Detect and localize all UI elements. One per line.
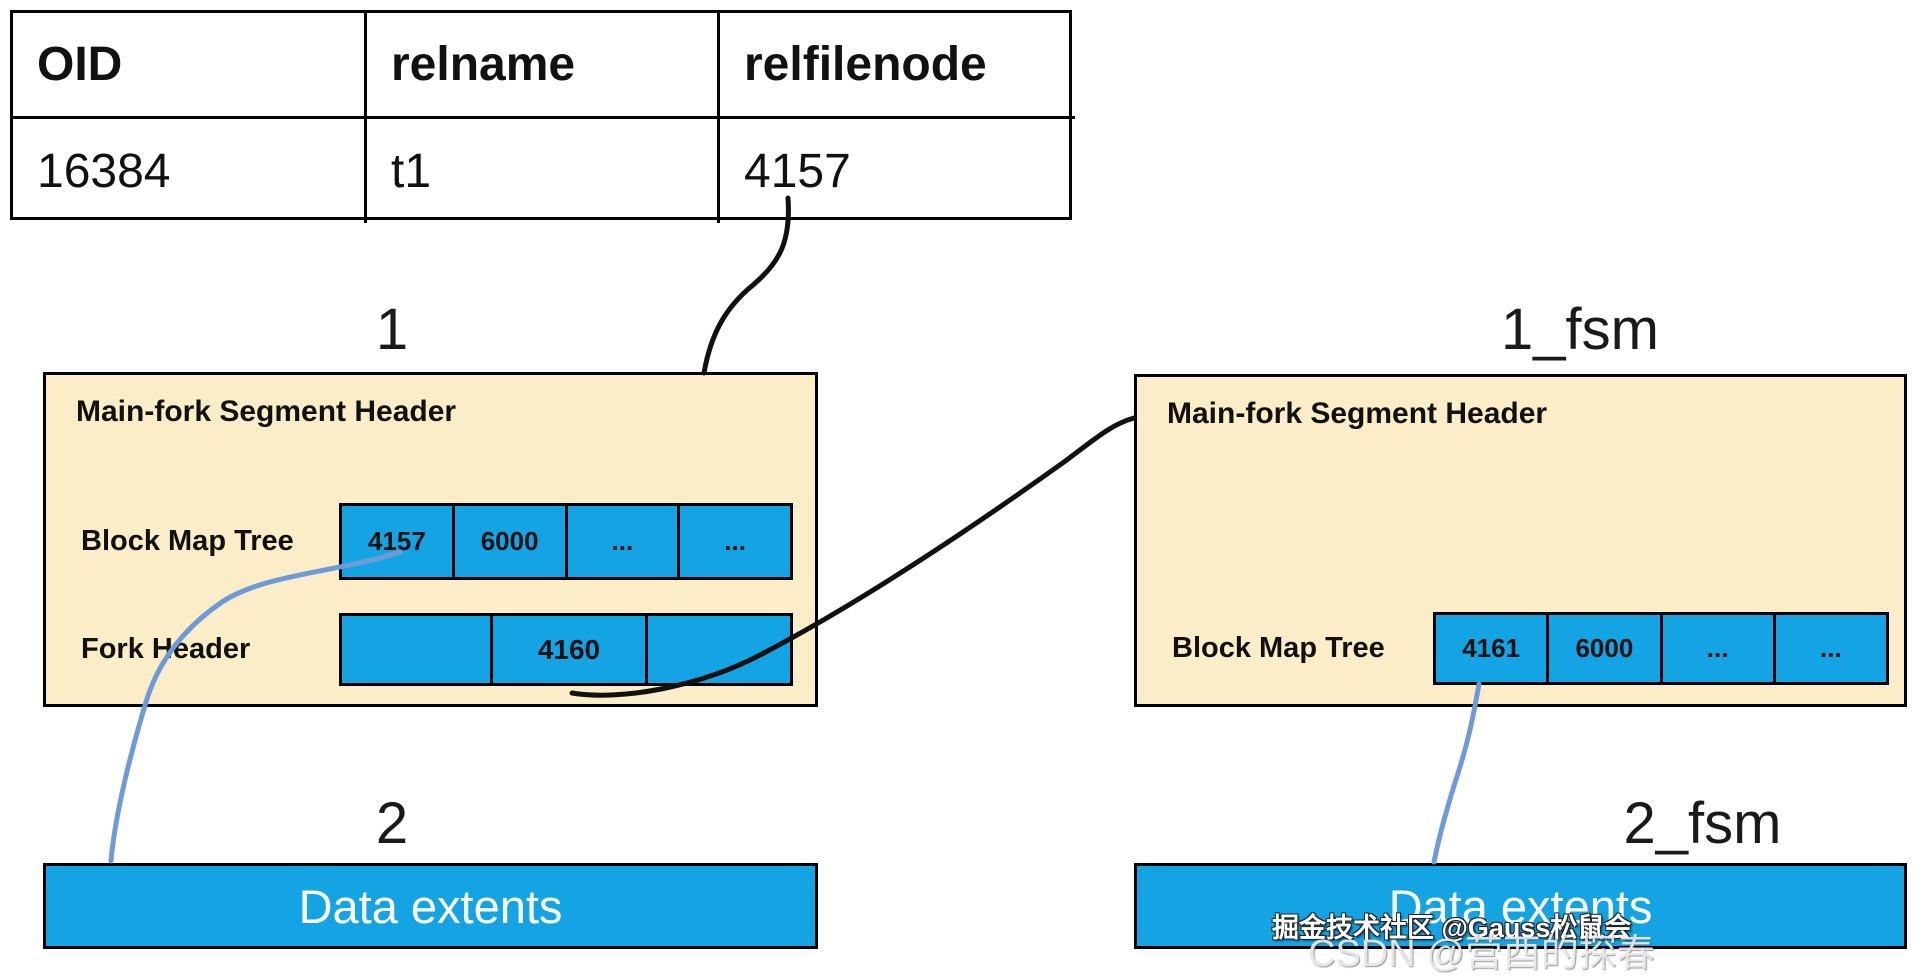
fsm-block-map-tree-label: Block Map Tree: [1172, 632, 1385, 664]
catalog-table: OID relname relfilenode 16384 t1 4157: [10, 10, 1075, 223]
fsm-fork-segment-title: Main-fork Segment Header: [1167, 397, 1548, 430]
block-map-cell: 4157: [339, 503, 455, 580]
file-label-2: 2: [375, 791, 409, 856]
fsm-fork-segment-box: Main-fork Segment Header Block Map Tree …: [1134, 374, 1907, 707]
data-extents-bar-fsm: Data extents: [1134, 863, 1907, 949]
fork-header-cell: 4160: [493, 613, 648, 686]
connector-fsm-block-map-to-data-extents: [1431, 681, 1482, 865]
block-map-cell: ...: [1775, 612, 1889, 685]
block-map-tree-row: 4157 6000 ... ...: [339, 503, 793, 580]
block-map-cell: ...: [567, 503, 681, 580]
block-map-tree-label: Block Map Tree: [81, 525, 294, 557]
file-label-2-fsm: 2_fsm: [1623, 791, 1782, 856]
fsm-block-map-tree-row: 4161 6000 ... ...: [1433, 612, 1889, 685]
catalog-value-oid: 16384: [13, 116, 364, 223]
block-map-cell: ...: [680, 503, 793, 580]
file-label-1-fsm: 1_fsm: [1501, 297, 1659, 362]
data-extents-bar-main: Data extents: [43, 863, 818, 949]
main-fork-segment-title: Main-fork Segment Header: [76, 395, 457, 428]
watermark-juejin: 掘金技术社区 @Gauss松鼠会: [1272, 913, 1632, 943]
block-map-cell: 4161: [1433, 612, 1550, 685]
data-extents-label: Data extents: [298, 879, 563, 933]
block-map-cell: ...: [1662, 612, 1776, 685]
catalog-value-relfilenode: 4157: [717, 116, 1075, 223]
block-map-cell: 6000: [1549, 612, 1663, 685]
main-fork-segment-box: Main-fork Segment Header Block Map Tree …: [43, 372, 818, 707]
catalog-value-relname: t1: [364, 116, 717, 223]
fork-header-label: Fork Header: [81, 633, 251, 665]
catalog-header-relname: relname: [364, 13, 717, 116]
data-extents-label: Data extents: [1388, 879, 1653, 933]
file-label-1: 1: [375, 297, 409, 362]
fork-header-cell: [648, 613, 793, 686]
watermark-csdn: CSDN @营酉的探春: [1308, 933, 1655, 975]
catalog-header-oid: OID: [37, 38, 123, 91]
catalog-header-relfilenode: relfilenode: [717, 13, 1075, 116]
connector-relfilenode-to-main-fork-box: [701, 195, 791, 376]
fork-header-cell: [339, 613, 493, 686]
fork-header-row: 4160: [339, 613, 793, 686]
block-map-cell: 6000: [454, 503, 568, 580]
